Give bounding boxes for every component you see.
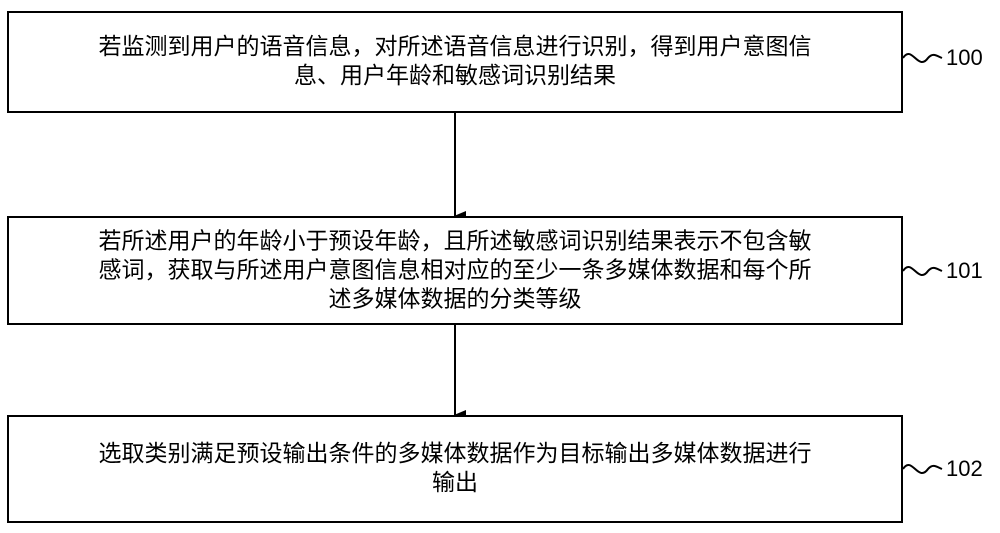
step-101-line-2: 感词，获取与所述用户意图信息相对应的至少一条多媒体数据和每个所 <box>98 257 812 283</box>
leader-squiggle-100 <box>902 53 943 63</box>
step-box-102: 选取类别满足预设输出条件的多媒体数据作为目标输出多媒体数据进行 输出 <box>7 415 903 523</box>
step-text-101: 若所述用户的年龄小于预设年龄，且所述敏感词识别结果表示不包含敏 感词，获取与所述… <box>9 227 901 314</box>
step-100-line-1: 若监测到用户的语音信息，对所述语音信息进行识别，得到用户意图信 <box>98 34 812 60</box>
step-101-line-3: 述多媒体数据的分类等级 <box>328 286 582 312</box>
ref-label-100: 100 <box>946 45 983 70</box>
leader-squiggle-101 <box>902 266 943 276</box>
step-100-line-2: 息、用户年龄和敏感词识别结果 <box>294 63 616 89</box>
step-text-102: 选取类别满足预设输出条件的多媒体数据作为目标输出多媒体数据进行 输出 <box>9 440 901 498</box>
step-101-line-1: 若所述用户的年龄小于预设年龄，且所述敏感词识别结果表示不包含敏 <box>98 228 812 254</box>
step-box-101: 若所述用户的年龄小于预设年龄，且所述敏感词识别结果表示不包含敏 感词，获取与所述… <box>7 216 903 325</box>
step-text-100: 若监测到用户的语音信息，对所述语音信息进行识别，得到用户意图信 息、用户年龄和敏… <box>9 33 901 91</box>
leader-squiggle-102 <box>902 464 943 474</box>
step-102-line-1: 选取类别满足预设输出条件的多媒体数据作为目标输出多媒体数据进行 <box>98 441 812 467</box>
ref-label-102: 102 <box>946 456 983 481</box>
ref-label-101: 101 <box>946 258 983 283</box>
step-box-100: 若监测到用户的语音信息，对所述语音信息进行识别，得到用户意图信 息、用户年龄和敏… <box>7 11 903 113</box>
step-102-line-2: 输出 <box>432 470 478 496</box>
